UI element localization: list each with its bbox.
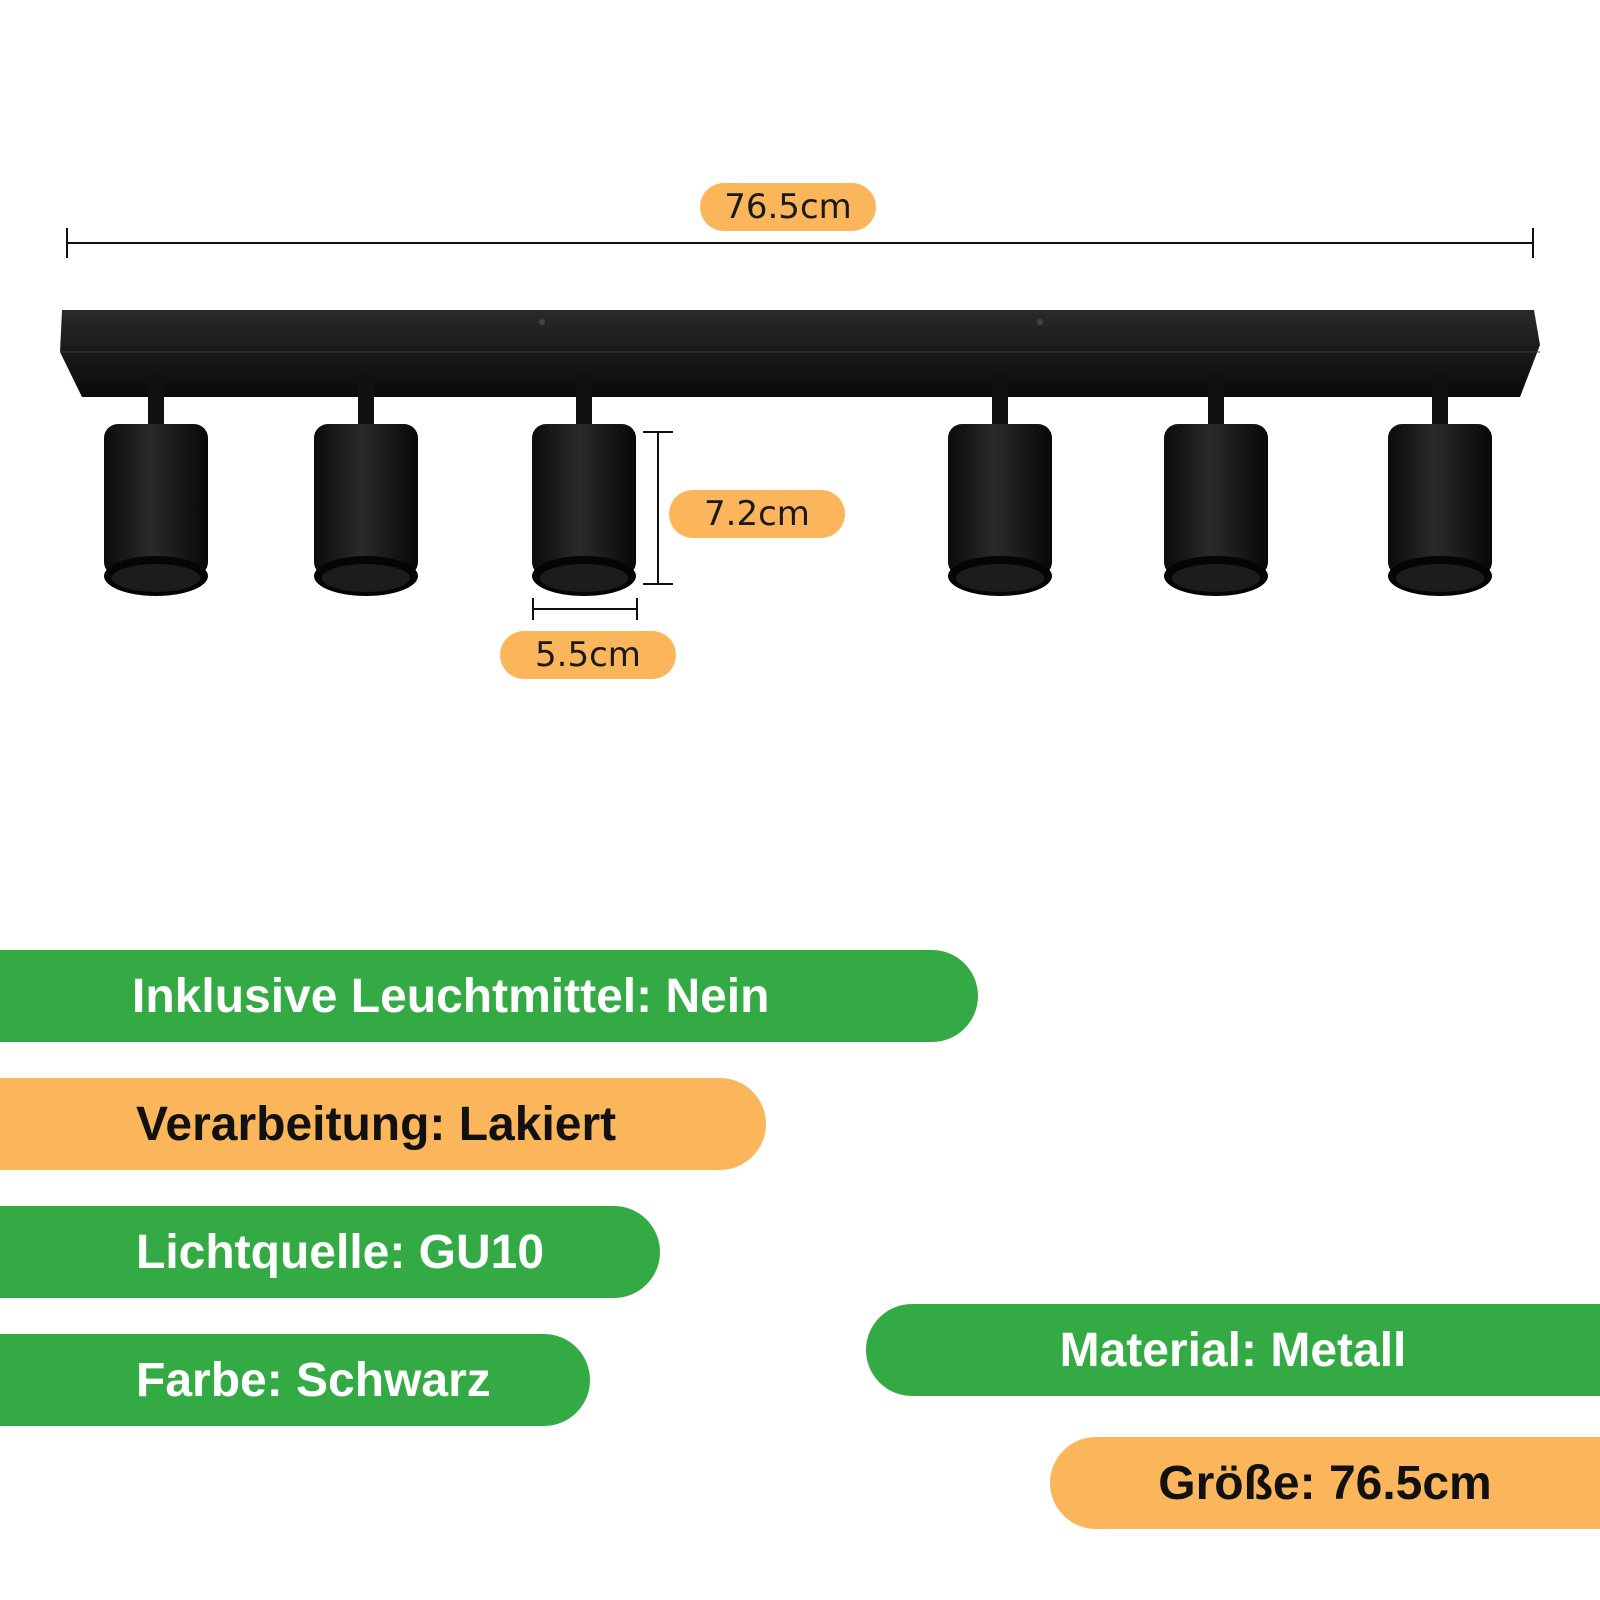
- spotlight: [532, 372, 636, 596]
- spec-bulbs-included: Inklusive Leuchtmittel: Nein: [0, 950, 978, 1042]
- height-label: 7.2cm: [669, 490, 845, 538]
- spec-size: Größe: 76.5cm: [1050, 1437, 1600, 1529]
- ceiling-spotlight-illustration: [60, 228, 1540, 620]
- spec-light-source: Lichtquelle: GU10: [0, 1206, 660, 1298]
- spec-bulbs-included-text: Inklusive Leuchtmittel: Nein: [132, 969, 770, 1023]
- length-label: 76.5cm: [700, 183, 876, 231]
- spec-color-text: Farbe: Schwarz: [136, 1353, 491, 1407]
- spec-color: Farbe: Schwarz: [0, 1334, 590, 1426]
- spec-size-text: Größe: 76.5cm: [1158, 1456, 1492, 1510]
- spotlight: [314, 372, 418, 596]
- spec-material-text: Material: Metall: [1059, 1323, 1407, 1377]
- spotlight: [1388, 372, 1492, 596]
- spotlight: [1164, 372, 1268, 596]
- length-dimension-line: [66, 228, 1534, 258]
- spec-finish: Verarbeitung: Lakiert: [0, 1078, 766, 1170]
- spec-light-source-text: Lichtquelle: GU10: [136, 1225, 545, 1279]
- diameter-dimension-line: [532, 598, 638, 620]
- mounting-bar: [60, 310, 1540, 397]
- height-dimension-line: [643, 431, 673, 585]
- spec-finish-text: Verarbeitung: Lakiert: [136, 1097, 617, 1151]
- diameter-label: 5.5cm: [500, 631, 676, 679]
- spotlight: [104, 372, 208, 596]
- spec-material: Material: Metall: [866, 1304, 1600, 1396]
- spotlight: [948, 372, 1052, 596]
